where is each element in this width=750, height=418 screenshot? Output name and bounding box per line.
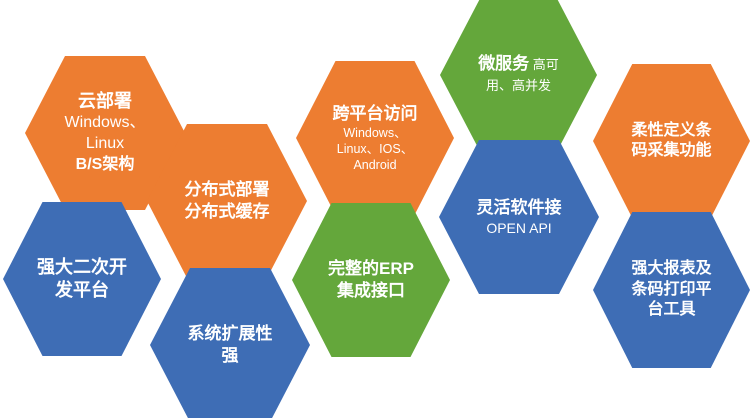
hexagon-subtext: 高可用、高并发 (485, 57, 559, 93)
hexagon-report-barcode-print-tools: 强大报表及 条码打印平 台工具 (593, 212, 750, 368)
hexagon-cross-platform-access: 跨平台访问 Windows、 Linux、IOS、 Android (296, 61, 454, 215)
hexagon-title: 微服务 (478, 54, 530, 74)
hexagon-title: 分布式部署 分布式缓存 (184, 180, 270, 221)
hexagon-title: 完整的ERP 集成接口 (328, 259, 414, 300)
hexagon-flexible-barcode-collection: 柔性定义条 码采集功能 (593, 64, 750, 218)
hexagon-subtext: Windows、 Linux (64, 114, 146, 153)
hexagon-title: 柔性定义条 码采集功能 (631, 121, 712, 159)
hexagon-cloud-deployment: 云部署 Windows、 Linux B/S架构 (25, 56, 185, 210)
hexagon-microservices: 微服务 高可用、高并发 (440, 0, 597, 150)
hexagon-title: 云部署 (78, 91, 132, 112)
hexagon-secondary-development-platform: 强大二次开 发平台 (3, 202, 161, 356)
hexagon-subtext: Windows、 Linux、IOS、 Android (336, 125, 414, 173)
hexagon-title: 强大二次开 发平台 (37, 256, 127, 300)
hexagon-text-group: 微服务 高可用、高并发 (467, 53, 571, 97)
hexagon-system-scalability: 系统扩展性 强 (150, 268, 310, 418)
hexagon-subtext: OPEN API (486, 219, 552, 236)
hexagon-footer: B/S架构 (75, 155, 135, 173)
hexagon-title: 灵活软件接 (476, 198, 562, 218)
hexagon-title: 强大报表及 条码打印平 台工具 (631, 260, 712, 319)
hexagon-flexible-software-interface: 灵活软件接 OPEN API (439, 140, 599, 294)
hexagon-erp-integration-interface: 完整的ERP 集成接口 (292, 203, 450, 357)
hexagon-title: 跨平台访问 (332, 103, 418, 123)
hexagon-title: 系统扩展性 强 (187, 324, 273, 365)
